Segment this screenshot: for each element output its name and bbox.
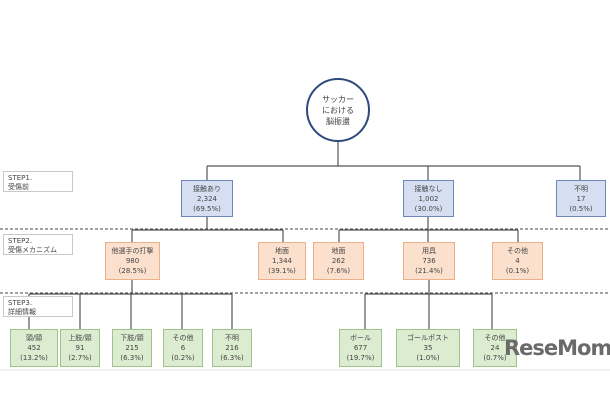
level3-node: ゴールポスト 35 (1.0%) xyxy=(396,329,460,367)
node-label: 接触あり xyxy=(193,184,221,193)
step2-label: STEP2.受傷メカニズム xyxy=(3,234,73,255)
node-label: その他 xyxy=(172,334,194,342)
node-count: 216 xyxy=(225,344,239,352)
node-count: 1,344 xyxy=(271,257,293,265)
node-pct: (1.0%) xyxy=(416,354,440,362)
node-count: 17 xyxy=(576,194,586,203)
node-count: 980 xyxy=(125,257,140,265)
level2-node: 地面 1,344 (39.1%) xyxy=(258,242,306,280)
level2-node: 用具 736 (21.4%) xyxy=(403,242,455,280)
root-line: における xyxy=(322,105,354,115)
node-count: 452 xyxy=(27,344,41,352)
node-label: 不明 xyxy=(574,184,588,193)
level3-node: 上肢/頸 91 (2.7%) xyxy=(60,329,100,367)
node-count: 35 xyxy=(423,344,433,352)
node-count: 677 xyxy=(353,344,368,352)
node-label: 地面 xyxy=(331,247,346,255)
node-count: 91 xyxy=(75,344,85,352)
level2-node: 地面 262 (7.6%) xyxy=(313,242,364,280)
node-pct: (69.5%) xyxy=(193,204,221,213)
node-pct: (21.4%) xyxy=(415,267,443,275)
node-pct: (0.7%) xyxy=(483,354,507,362)
node-count: 6 xyxy=(180,344,186,352)
node-pct: (13.2%) xyxy=(20,354,48,362)
node-count: 215 xyxy=(125,344,139,352)
node-label: 下肢/頸 xyxy=(120,334,144,342)
node-label: ボール xyxy=(350,334,371,342)
node-label: 頭/頸 xyxy=(25,334,43,342)
level3-node: 頭/頸 452 (13.2%) xyxy=(10,329,58,367)
level3-node: 不明 216 (6.3%) xyxy=(212,329,252,367)
level3-node: その他 24 (0.7%) xyxy=(473,329,517,367)
root-line: サッカー xyxy=(322,94,354,104)
node-label: 接触なし xyxy=(414,184,443,193)
node-pct: (6.3%) xyxy=(220,354,244,362)
step1-label: STEP1.受傷前 xyxy=(3,171,73,192)
node-pct: (7.6%) xyxy=(326,267,351,275)
node-label: 用具 xyxy=(422,247,436,255)
node-label: ゴールポスト xyxy=(407,334,449,342)
level2-node: その他 4 (0.1%) xyxy=(492,242,543,280)
node-label: 地面 xyxy=(275,247,289,255)
node-pct: (39.1%) xyxy=(268,267,296,275)
node-pct: (0.2%) xyxy=(171,354,195,362)
node-pct: (6.3%) xyxy=(120,354,144,362)
level3-node: ボール 677 (19.7%) xyxy=(339,329,382,367)
node-pct: (0.5%) xyxy=(569,204,593,213)
node-pct: (0.1%) xyxy=(505,267,530,275)
node-count: 262 xyxy=(331,257,346,265)
node-label: 上肢/頸 xyxy=(68,334,92,342)
node-pct: (2.7%) xyxy=(68,354,92,362)
node-pct: (19.7%) xyxy=(346,354,375,362)
step3-label: STEP3.詳細情報 xyxy=(3,296,73,317)
level2-node: 他選手の打撃 980 (28.5%) xyxy=(105,242,160,280)
node-label: 他選手の打撃 xyxy=(111,247,154,255)
node-count: 1,002 xyxy=(418,194,439,203)
node-count: 4 xyxy=(515,257,520,265)
node-count: 736 xyxy=(422,257,436,265)
level3-node: 下肢/頸 215 (6.3%) xyxy=(112,329,152,367)
node-pct: (28.5%) xyxy=(118,267,147,275)
node-pct: (30.0%) xyxy=(414,204,443,213)
resemom-logo: ReseMom xyxy=(504,336,610,360)
node-label: その他 xyxy=(484,334,506,342)
node-count: 2,324 xyxy=(196,194,218,203)
node-label: 不明 xyxy=(225,334,239,342)
level3-node: その他 6 (0.2%) xyxy=(163,329,203,367)
node-label: その他 xyxy=(507,247,528,255)
node-count: 24 xyxy=(490,344,500,352)
root-node: サッカー における 脳振盪 xyxy=(306,78,370,142)
root-line: 脳振盪 xyxy=(326,116,350,126)
